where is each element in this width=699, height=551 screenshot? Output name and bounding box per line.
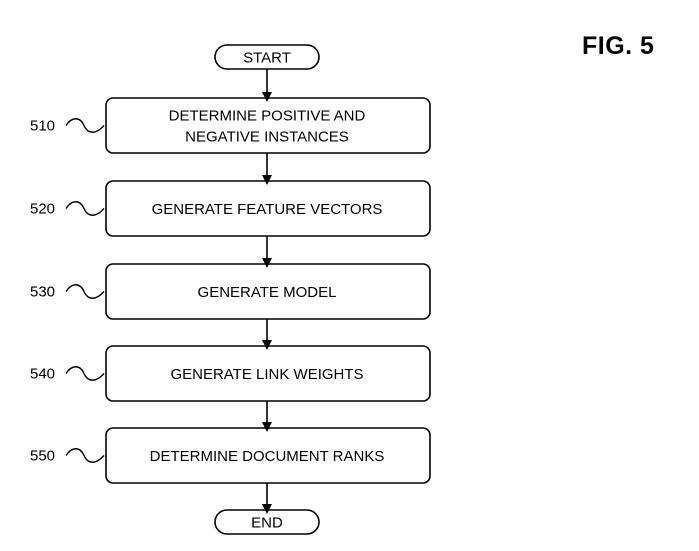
step-ref-number: 550 — [30, 448, 55, 465]
start-terminal: START — [214, 44, 320, 70]
step-550: DETERMINE DOCUMENT RANKS 550 — [30, 427, 431, 484]
leader-line — [65, 284, 105, 299]
step-label: GENERATE LINK WEIGHTS — [170, 366, 363, 383]
step-ref-number: 530 — [30, 284, 55, 301]
process-steps: DETERMINE POSITIVE AND NEGATIVE INSTANCES… — [30, 97, 431, 484]
leader-line — [65, 448, 105, 463]
end-label: END — [251, 515, 283, 532]
step-ref-number: 540 — [30, 366, 55, 383]
step-510: DETERMINE POSITIVE AND NEGATIVE INSTANCES… — [30, 97, 431, 154]
end-terminal: END — [214, 509, 320, 535]
step-label: GENERATE MODEL — [198, 284, 337, 301]
step-ref-number: 510 — [30, 118, 55, 135]
leader-line — [65, 201, 105, 216]
step-label: DETERMINE DOCUMENT RANKS — [150, 448, 385, 465]
step-530: GENERATE MODEL 530 — [30, 263, 431, 320]
step-label: GENERATE FEATURE VECTORS — [152, 201, 383, 218]
step-520: GENERATE FEATURE VECTORS 520 — [30, 180, 431, 237]
leader-line — [65, 118, 105, 133]
step-label: NEGATIVE INSTANCES — [185, 129, 349, 146]
start-label: START — [243, 50, 291, 67]
step-540: GENERATE LINK WEIGHTS 540 — [30, 345, 431, 402]
leader-line — [65, 366, 105, 381]
step-label: DETERMINE POSITIVE AND — [169, 108, 366, 125]
figure-label: FIG. 5 — [582, 32, 655, 60]
step-ref-number: 520 — [30, 201, 55, 218]
